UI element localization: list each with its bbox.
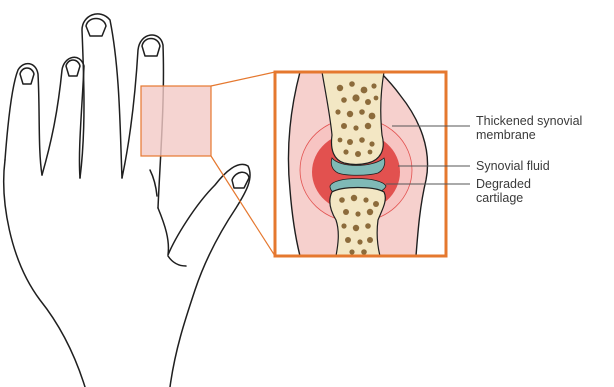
label-line: cartilage [476, 191, 531, 205]
label-line: Degraded [476, 177, 531, 191]
hand-outline [4, 14, 250, 387]
crease [168, 256, 186, 266]
lower-bone [330, 188, 385, 257]
nail-thumb [232, 172, 249, 188]
thumb-and-palm [158, 164, 250, 387]
label-line: membrane [476, 128, 582, 142]
nail-little [20, 68, 34, 84]
callout-line-bottom [211, 156, 275, 256]
middle-finger [80, 14, 122, 178]
joint-closeup [275, 72, 446, 256]
nail-ring [66, 60, 80, 76]
label-line: Synovial fluid [476, 159, 550, 173]
crease [150, 170, 157, 196]
little-finger [5, 64, 42, 175]
nail-index [142, 39, 160, 57]
label-line: Thickened synovial [476, 114, 582, 128]
label-thickened-synovial-membrane: Thickened synovial membrane [476, 114, 582, 142]
highlighted-joint-region [141, 86, 211, 156]
nail-middle [86, 19, 106, 37]
label-degraded-cartilage: Degraded cartilage [476, 177, 531, 205]
palm-edge [4, 160, 85, 387]
label-synovial-fluid: Synovial fluid [476, 159, 550, 173]
callout-line-top [211, 72, 275, 86]
